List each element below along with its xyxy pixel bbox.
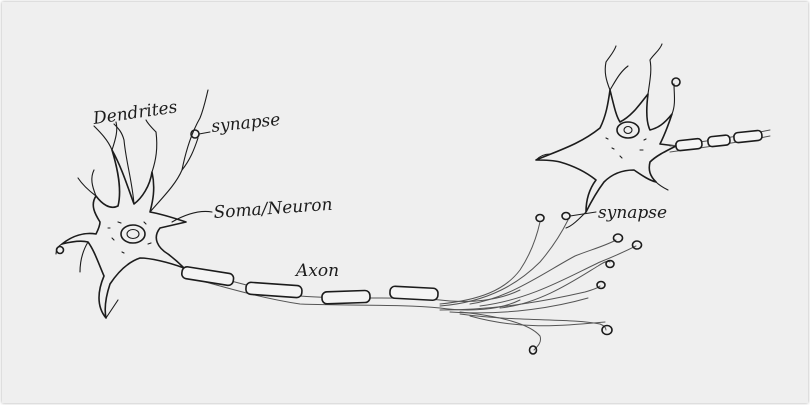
synapse-label-left: synapse — [210, 110, 281, 137]
right-nucleus — [617, 122, 639, 138]
right-neuron — [536, 44, 770, 228]
left-neuron — [56, 90, 208, 318]
left-dendrites — [56, 90, 208, 318]
right-dendrites — [536, 44, 675, 228]
axon-terminals — [440, 220, 636, 350]
axon-label: Axon — [294, 261, 339, 281]
left-soma — [62, 150, 186, 318]
soma-label: Soma/Neuron — [213, 195, 333, 223]
right-soma — [536, 90, 676, 212]
axon — [181, 213, 641, 355]
synapse-label-right: synapse — [598, 203, 667, 223]
dendrites-label: Dendrites — [91, 97, 179, 129]
terminal-bulbs — [530, 213, 642, 355]
right-axon — [670, 130, 770, 152]
left-nucleus — [121, 225, 145, 243]
